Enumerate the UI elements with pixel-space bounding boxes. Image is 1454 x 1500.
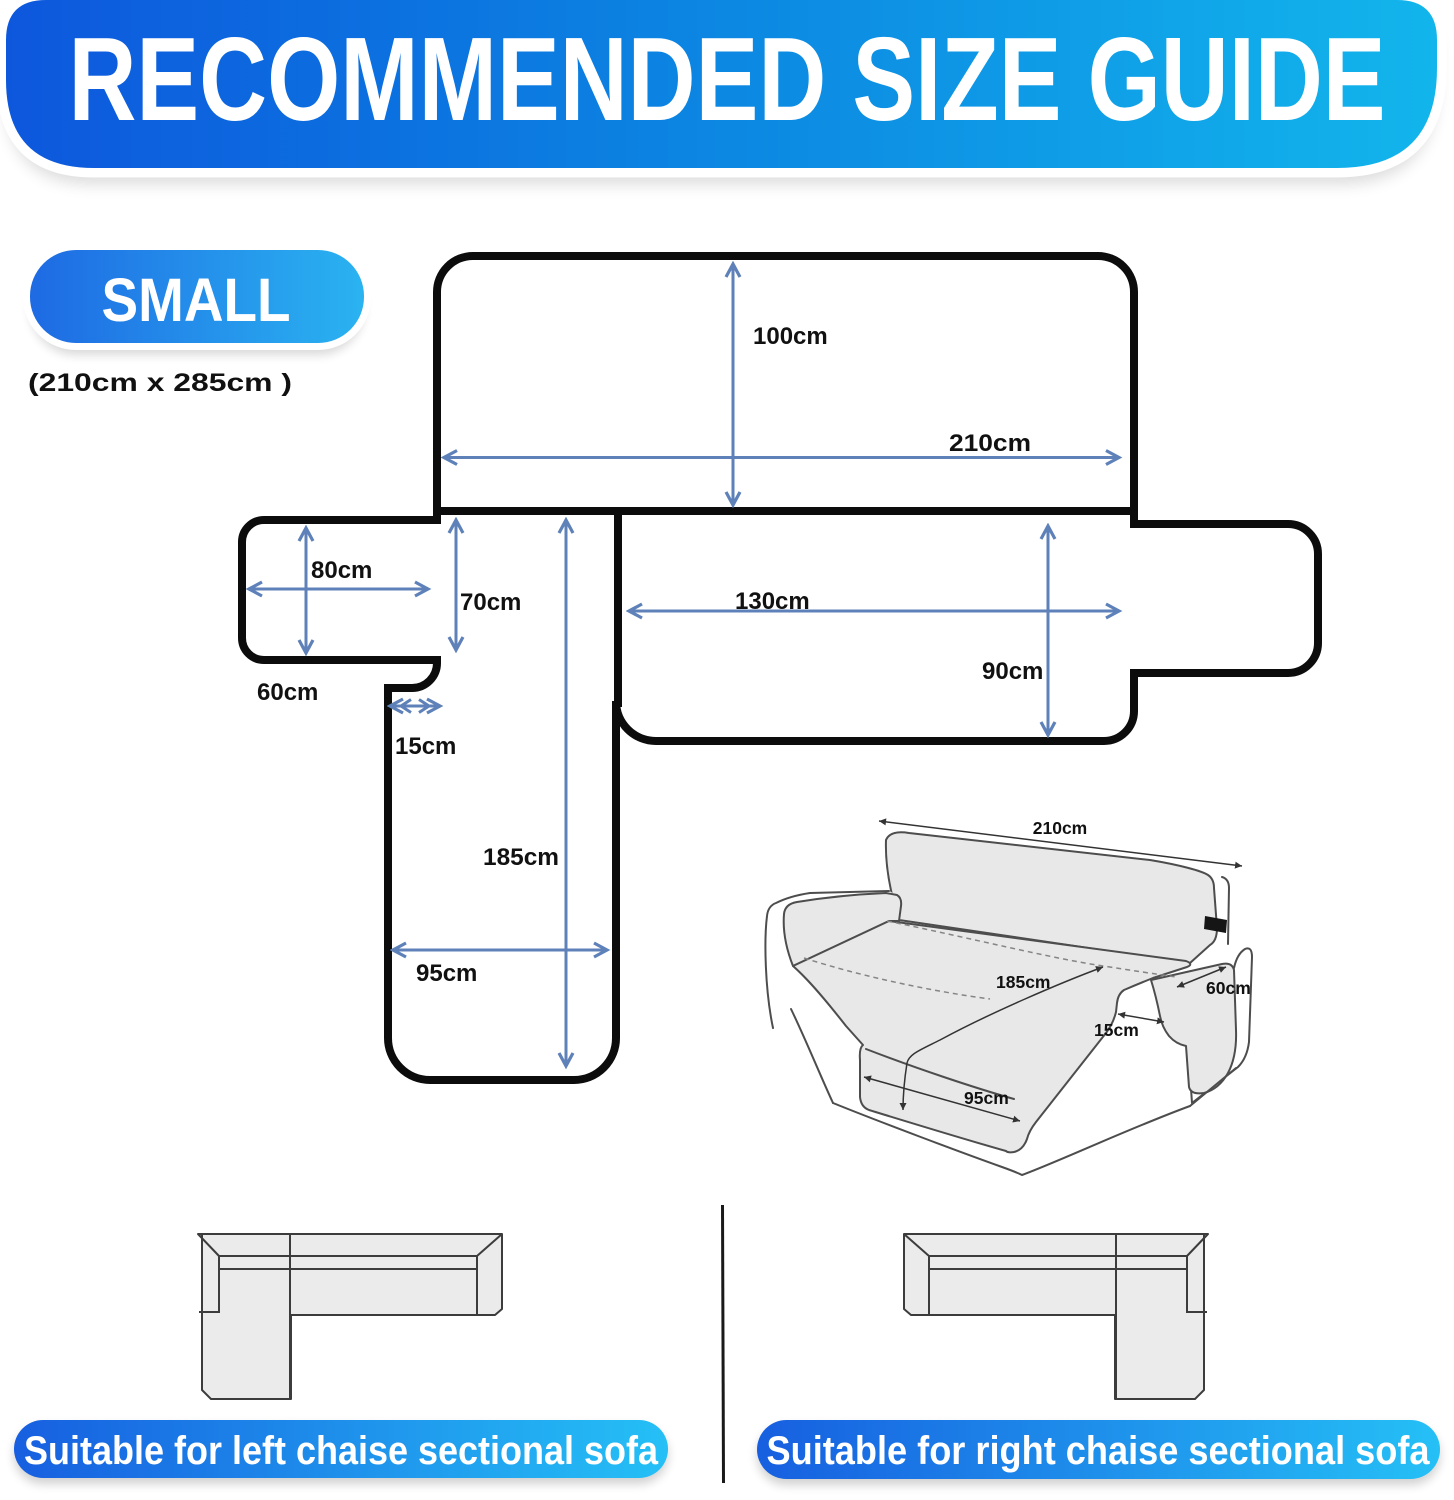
svg-text:185cm: 185cm <box>483 844 559 871</box>
svg-text:Suitable for right chaise sect: Suitable for right chaise sectional sofa <box>767 1429 1431 1473</box>
svg-text:15cm: 15cm <box>395 733 456 760</box>
svg-text:210cm: 210cm <box>1033 818 1088 838</box>
svg-text:(210cm x 285cm ): (210cm x 285cm ) <box>28 369 292 397</box>
svg-text:60cm: 60cm <box>257 679 318 706</box>
svg-text:15cm: 15cm <box>1094 1020 1139 1040</box>
svg-text:70cm: 70cm <box>460 589 521 616</box>
svg-text:95cm: 95cm <box>964 1088 1009 1108</box>
svg-text:210cm: 210cm <box>949 430 1031 457</box>
svg-text:95cm: 95cm <box>416 960 477 987</box>
svg-text:80cm: 80cm <box>311 557 372 584</box>
svg-text:130cm: 130cm <box>735 588 810 615</box>
svg-text:SMALL: SMALL <box>102 266 291 334</box>
svg-text:Suitable for left chaise secti: Suitable for left chaise sectional sofa <box>24 1429 659 1473</box>
svg-text:RECOMMENDED SIZE GUIDE: RECOMMENDED SIZE GUIDE <box>69 13 1386 146</box>
svg-text:185cm: 185cm <box>996 972 1051 992</box>
svg-text:60cm: 60cm <box>1206 978 1251 998</box>
svg-text:100cm: 100cm <box>753 323 828 350</box>
svg-text:90cm: 90cm <box>982 658 1043 685</box>
